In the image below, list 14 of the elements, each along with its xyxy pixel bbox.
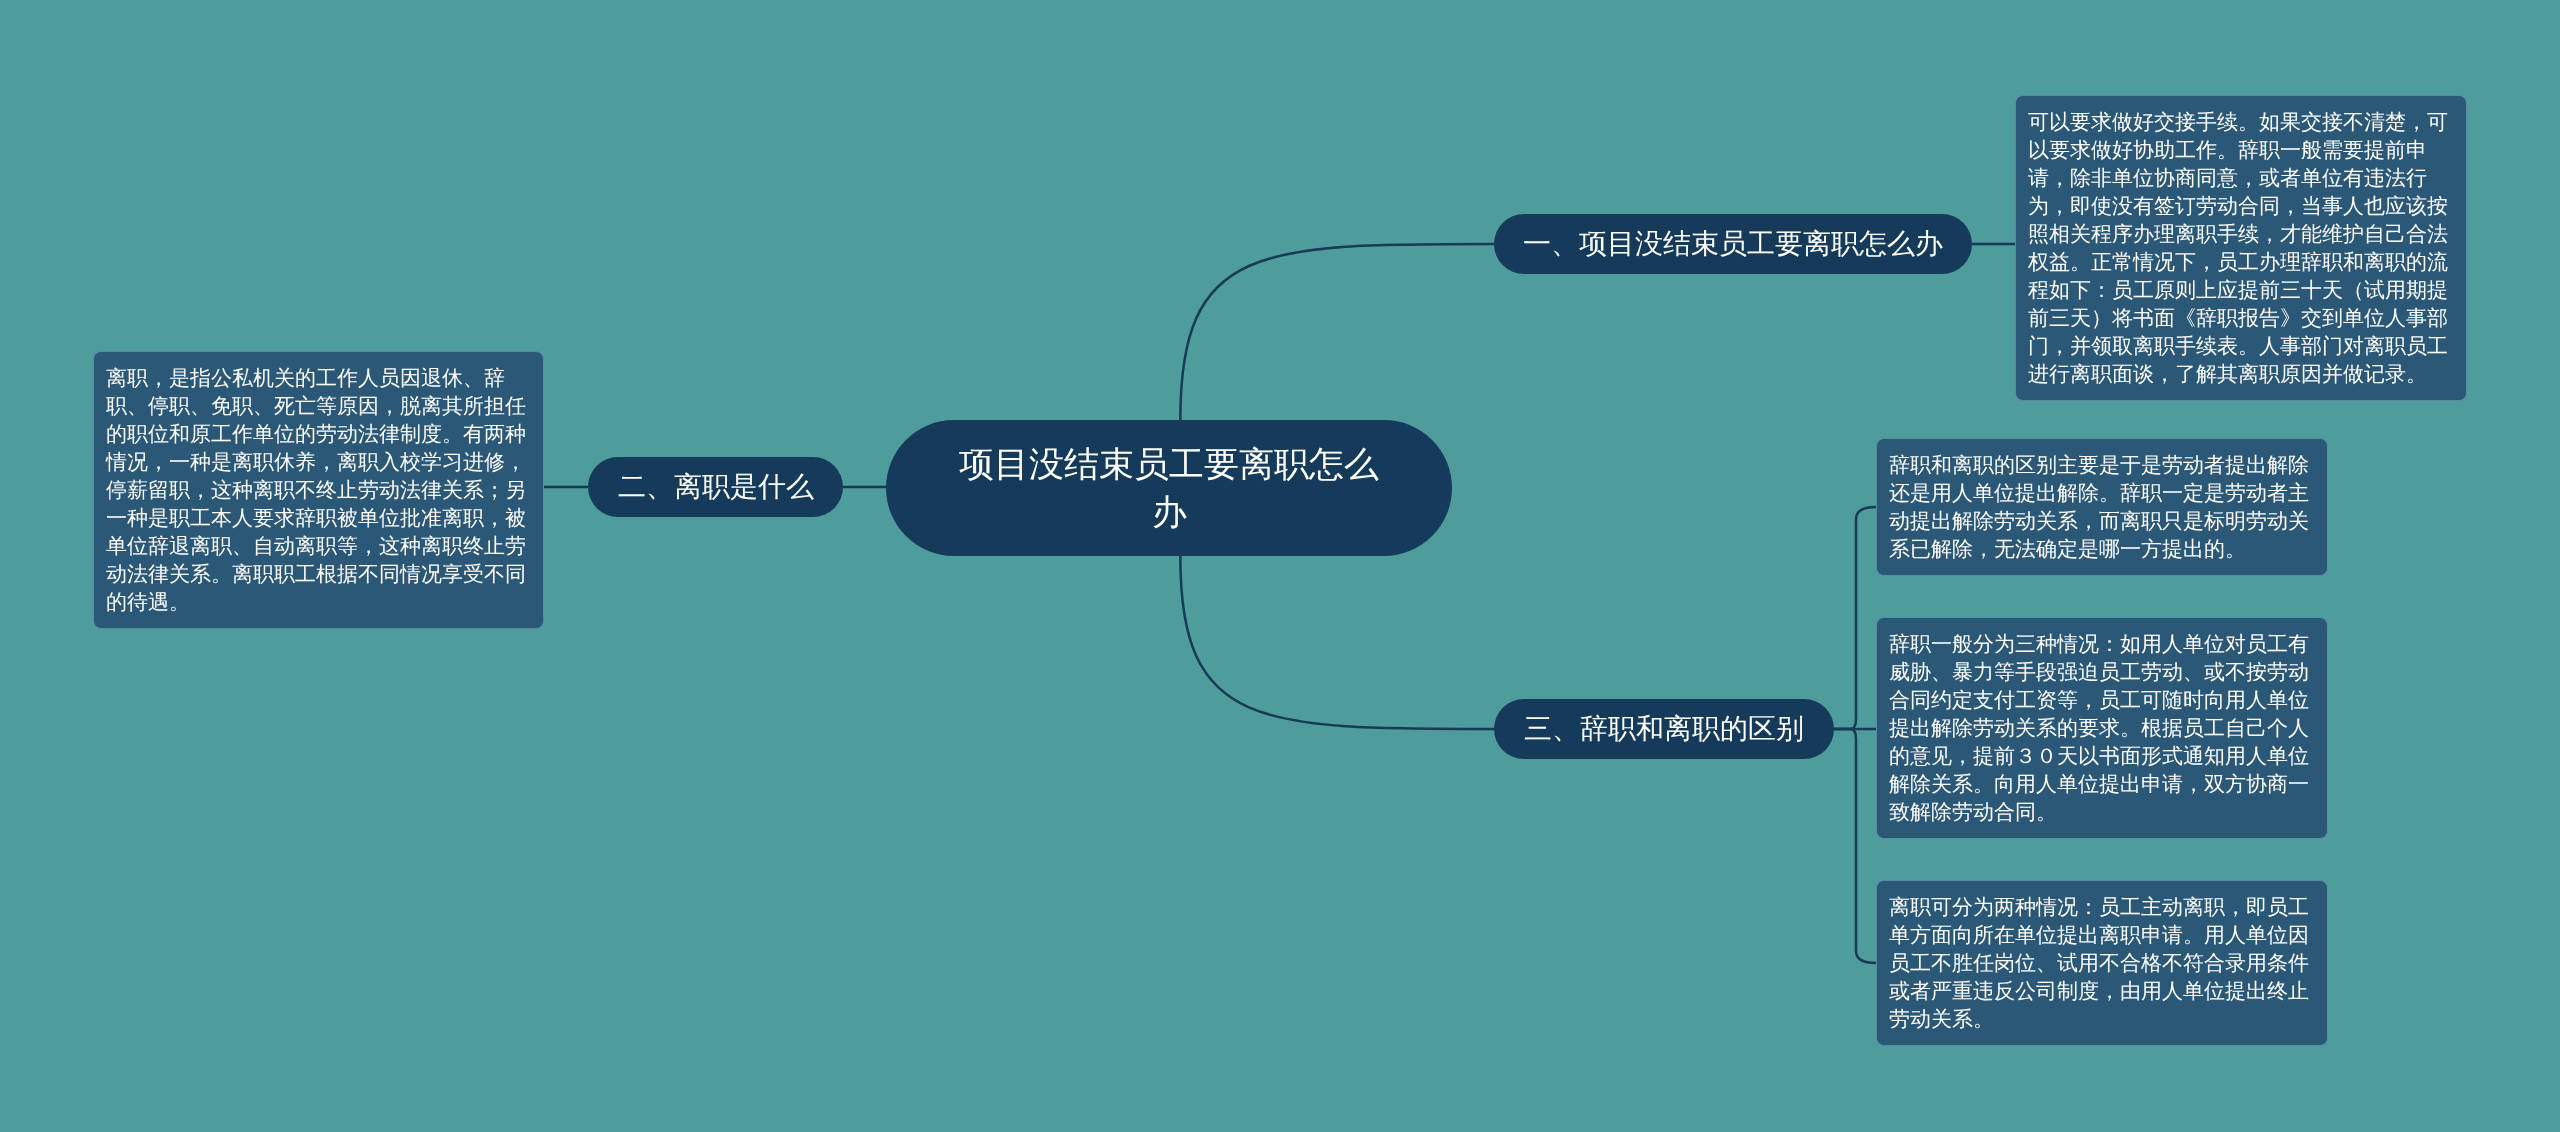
text-card: 离职，是指公私机关的工作人员因退休、辞职、停职、免职、死亡等原因，脱离其所担任的职位和原工作单位的劳动法律制度。有两种情况，一种是离职休养，离职入校学习进修，停薪留职，这种离职不终止劳动法律关系；另一种是职工本人要求辞职被单位批准离职，被单位辞退离职、自动离职等，这种离职终止劳动法律关系。离职职工根据不同情况享受不同的待遇。 — [93, 351, 544, 629]
topic-node: 一、项目没结束员工要离职怎么办 — [1494, 214, 1972, 274]
connector-line — [1179, 242, 1494, 421]
connector-line — [843, 485, 886, 489]
text-card: 离职可分为两种情况：员工主动离职，即员工单方面向所在单位提出离职申请。用人单位因员工不胜任岗位、试用不合格不符合录用条件或者严重违反公司制度，由用人单位提出终止劳动关系。 — [1876, 880, 2328, 1046]
text-card: 辞职和离职的区别主要是于是劳动者提出解除还是用人单位提出解除。辞职一定是劳动者主动提出解除劳动关系，而离职只是标明劳动关系已解除，无法确定是哪一方提出的。 — [1876, 438, 2328, 576]
text-card: 可以要求做好交接手续。如果交接不清楚，可以要求做好协助工作。辞职一般需要提前申请，除非单位协商同意，或者单位有违法行为，即使没有签订劳动合同，当事人也应该按照相关程序办理离职手续，才能维护自己合法权益。正常情况下，员工办理辞职和离职的流程如下：员工原则上应提前三十天（试用期提前三天）将书面《辞职报告》交到单位人事部门，并领取离职手续表。人事部门对离职员工进行离职面谈，了解其离职原因并做记录。 — [2015, 95, 2467, 401]
connector-line — [544, 485, 588, 489]
connector-line — [1972, 242, 2015, 246]
central-topic: 项目没结束员工要离职怎么办 — [886, 420, 1452, 556]
topic-node: 三、辞职和离职的区别 — [1494, 699, 1834, 759]
topic-node: 二、离职是什么 — [588, 457, 843, 517]
connector-line — [1179, 555, 1494, 731]
text-card: 辞职一般分为三种情况：如用人单位对员工有威胁、暴力等手段强迫员工劳动、或不按劳动合同约定支付工资等，员工可随时向用人单位提出解除劳动关系的要求。根据员工自己个人的意见，提前３０天以书面形式通知用人单位解除关系。向用人单位提出申请，双方协商一致解除劳动合同。 — [1876, 617, 2328, 839]
